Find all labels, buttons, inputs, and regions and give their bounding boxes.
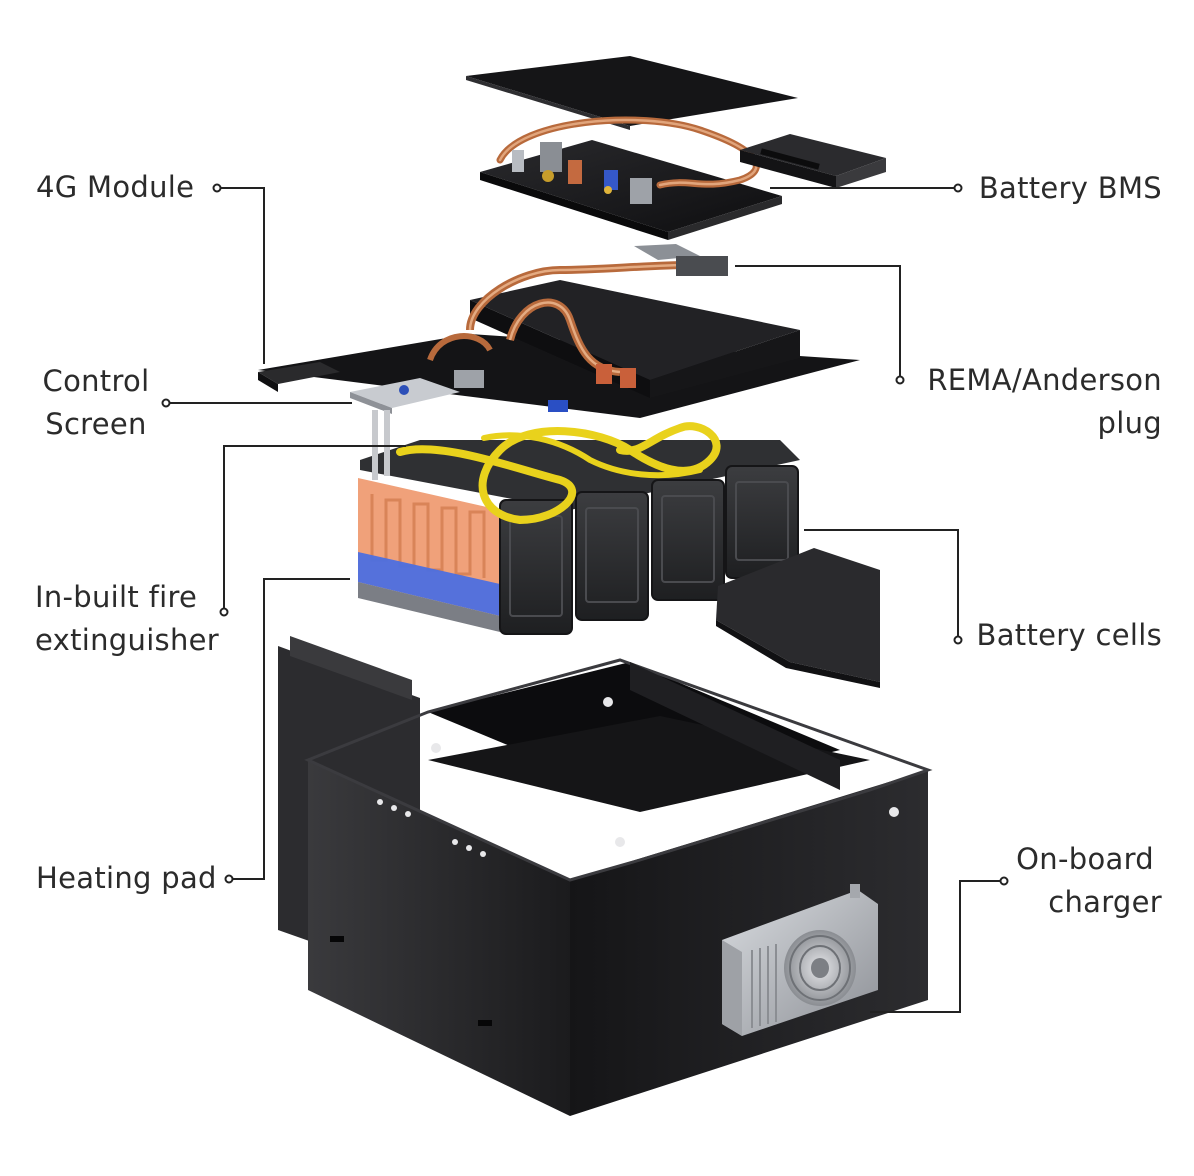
- bms-board: [480, 116, 782, 240]
- label-battery-cells: Battery cells: [976, 618, 1162, 652]
- enclosure: [278, 636, 933, 1116]
- middle-tray: [258, 244, 860, 418]
- top-lid: [466, 56, 798, 130]
- leader-dots: [161, 183, 1009, 886]
- label-4g-module: 4G Module: [36, 170, 195, 204]
- label-fire-extinguisher: In-built fire extinguisher: [35, 580, 220, 657]
- label-control-screen: Control Screen: [42, 364, 150, 441]
- label-rema-anderson-plug: REMA/Anderson plug: [927, 363, 1162, 440]
- label-heating-pad: Heating pad: [36, 861, 217, 895]
- battery-cells-block: [358, 410, 800, 635]
- onboard-charger: [722, 884, 878, 1036]
- bms-controller-box: [740, 134, 886, 188]
- leader-lines: [166, 187, 1004, 1013]
- side-panel: [716, 548, 880, 688]
- label-battery-bms: Battery BMS: [978, 171, 1162, 205]
- label-onboard-charger: On-board charger: [1016, 842, 1162, 919]
